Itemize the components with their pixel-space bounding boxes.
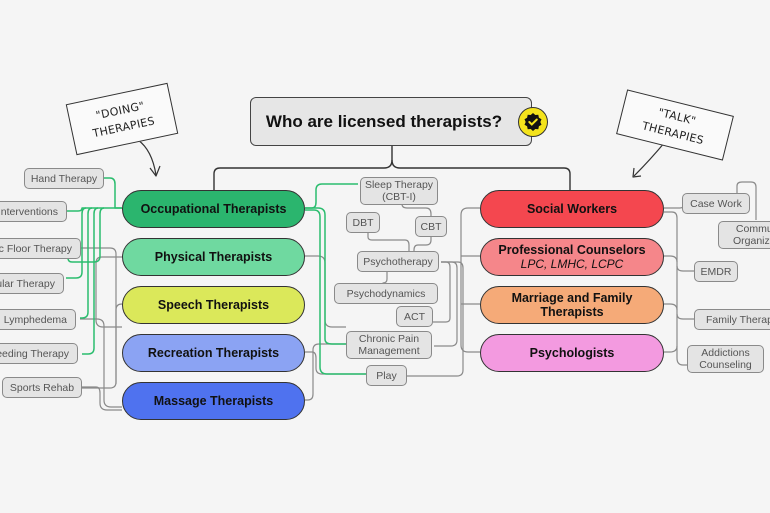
- act-leaf[interactable]: ACT: [396, 306, 433, 327]
- marriage-family-therapists-node[interactable]: Marriage and Family Therapists: [480, 286, 664, 324]
- emdr-leaf[interactable]: EMDR: [694, 261, 738, 282]
- cbt-leaf[interactable]: CBT: [415, 216, 447, 237]
- pill-label: Recreation Therapists: [147, 346, 280, 360]
- family-therapy-leaf[interactable]: Family Therapy: [694, 309, 770, 330]
- leaf-label: Hand Therapy: [30, 172, 98, 185]
- leaf-label: Interventions: [0, 205, 58, 218]
- community-organization-leaf[interactable]: Commu Organiza: [718, 221, 770, 249]
- pill-label: Professional Counselors: [498, 243, 646, 257]
- leaf-label: Sports Rehab: [9, 381, 75, 394]
- pill-label: Social Workers: [526, 202, 618, 216]
- pill-label: Psychologists: [529, 346, 615, 360]
- physical-therapists-node[interactable]: Physical Therapists: [122, 238, 305, 276]
- dbt-leaf[interactable]: DBT: [346, 212, 380, 233]
- feeding-therapy-leaf[interactable]: eeding Therapy: [0, 343, 78, 364]
- leaf-label: Commu Organiza: [733, 223, 770, 247]
- recreation-therapists-node[interactable]: Recreation Therapists: [122, 334, 305, 372]
- leaf-label: CBT: [420, 220, 442, 233]
- verified-badge-icon: [518, 107, 548, 137]
- leaf-label: Psychotherapy: [363, 255, 433, 268]
- pill-label: Massage Therapists: [153, 394, 274, 408]
- pill-sublabel: LPC, LMHC, LCPC: [520, 257, 624, 271]
- professional-counselors-node[interactable]: Professional Counselors LPC, LMHC, LCPC: [480, 238, 664, 276]
- leaf-label: Addictions Counseling: [699, 347, 752, 371]
- hand-therapy-leaf[interactable]: Hand Therapy: [24, 168, 104, 189]
- speech-therapists-node[interactable]: Speech Therapists: [122, 286, 305, 324]
- occupational-therapists-node[interactable]: Occupational Therapists: [122, 190, 305, 228]
- leaf-label: ACT: [404, 310, 425, 323]
- chronic-pain-management-leaf[interactable]: Chronic Pain Management: [346, 331, 432, 359]
- leaf-label: Chronic Pain Management: [358, 333, 420, 357]
- leaf-label: EMDR: [700, 265, 732, 278]
- leaf-label: eeding Therapy: [0, 347, 69, 360]
- leaf-label: Psychodynamics: [346, 287, 426, 300]
- lymphedema-leaf[interactable]: Lymphedema: [0, 309, 76, 330]
- leaf-label: Play: [376, 369, 397, 382]
- leaf-label: DBT: [352, 216, 374, 229]
- leaf-label: Case Work: [690, 197, 742, 210]
- psychologists-node[interactable]: Psychologists: [480, 334, 664, 372]
- pelvic-floor-therapy-leaf[interactable]: c Floor Therapy: [0, 238, 81, 259]
- main-question-title: Who are licensed therapists?: [250, 97, 532, 146]
- psychotherapy-leaf[interactable]: Psychotherapy: [357, 251, 439, 272]
- pill-label: Speech Therapists: [157, 298, 270, 312]
- title-text: Who are licensed therapists?: [265, 111, 503, 131]
- case-work-leaf[interactable]: Case Work: [682, 193, 750, 214]
- leaf-label: Family Therapy: [706, 313, 770, 326]
- addictions-counseling-leaf[interactable]: Addictions Counseling: [687, 345, 764, 373]
- leaf-label: c Floor Therapy: [0, 242, 72, 255]
- pill-label: Physical Therapists: [154, 250, 273, 264]
- interventions-leaf[interactable]: Interventions: [0, 201, 67, 222]
- pill-label: Occupational Therapists: [140, 202, 287, 216]
- pill-label: Marriage and Family Therapists: [511, 291, 633, 319]
- leaf-label: Sleep Therapy (CBT-I): [364, 179, 434, 203]
- social-workers-node[interactable]: Social Workers: [480, 190, 664, 228]
- psychodynamics-leaf[interactable]: Psychodynamics: [334, 283, 438, 304]
- vestibular-therapy-leaf[interactable]: ular Therapy: [0, 273, 64, 294]
- play-leaf[interactable]: Play: [366, 365, 407, 386]
- leaf-label: Lymphedema: [3, 313, 67, 326]
- leaf-label: ular Therapy: [0, 277, 55, 290]
- sleep-therapy-leaf[interactable]: Sleep Therapy (CBT-I): [360, 177, 438, 205]
- sports-rehab-leaf[interactable]: Sports Rehab: [2, 377, 82, 398]
- massage-therapists-node[interactable]: Massage Therapists: [122, 382, 305, 420]
